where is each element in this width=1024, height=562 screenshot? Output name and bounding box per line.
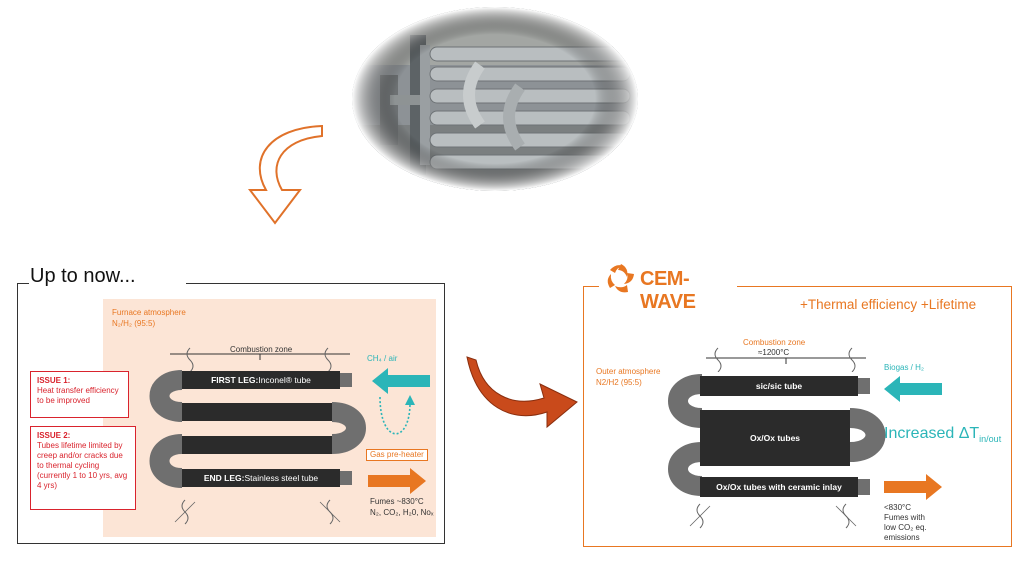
fumes-line1: <830°C (884, 503, 911, 512)
issue-2-title: ISSUE 2: (37, 431, 71, 440)
panel-border-top (737, 286, 1012, 287)
fumes-line4: emissions (884, 533, 920, 542)
fumes-arrow-icon (368, 468, 426, 494)
panel-border-top (186, 283, 445, 284)
issue-1-box: ISSUE 1: Heat transfer efficiency to be … (30, 371, 129, 418)
oxox-inlay-tube: Ox/Ox tubes with ceramic inlay (700, 477, 858, 497)
curved-down-arrow-icon (247, 124, 323, 225)
tube-endcap (858, 479, 870, 495)
panel-border-top (17, 283, 29, 284)
inlet-arrow-icon (884, 376, 942, 402)
increased-label: Increased ΔT (884, 425, 980, 442)
oxox-tube: Ox/Ox tubes (700, 428, 850, 448)
tube-endcap (340, 373, 352, 387)
end-leg-tube: END LEG: Stainless steel tube (182, 469, 340, 487)
end-leg-text: Stainless steel tube (244, 473, 319, 483)
tube-endcap (340, 471, 352, 485)
combustion-temp: ≈1200°C (758, 348, 790, 357)
combustion-zone-bracket (706, 347, 866, 372)
up-to-now-panel (17, 283, 445, 544)
outer-atmosphere-value: N2/H2 (95:5) (596, 378, 642, 387)
fumes-line3: low CO₂ eq. (884, 523, 927, 532)
atmosphere-label: Furnace atmosphere (112, 308, 186, 317)
first-leg-bold: FIRST LEG: (211, 375, 259, 385)
tube1-label: sic/sic tube (755, 381, 803, 391)
fumes-line1: Fumes ~830°C (370, 497, 424, 506)
heat-symbols (174, 499, 341, 525)
atmosphere-value: N₂/H₂ (95:5) (112, 319, 156, 328)
tube-bends (149, 370, 366, 488)
inlet-label: CH₄ / air (367, 354, 398, 363)
tube2-label: Ox/Ox tubes (749, 433, 801, 443)
preheater-loop-icon (379, 395, 415, 435)
combustion-zone-bracket (170, 347, 350, 372)
headline: +Thermal efficiency +Lifetime (800, 297, 977, 312)
curved-right-arrow-icon (466, 356, 578, 429)
tube-endcap (858, 378, 870, 394)
panel-title: Up to now... (30, 265, 136, 287)
logo-text: CEM-WAVE (640, 268, 696, 313)
preheater-label: Gas pre-heater (366, 449, 428, 461)
middle-tube (182, 436, 332, 454)
outer-atmosphere-label: Outer atmosphere (596, 367, 661, 376)
oxox-tube (700, 446, 850, 466)
combustion-zone-label: Combustion zone (743, 338, 806, 347)
first-leg-tube: FIRST LEG: Inconel® tube (182, 371, 340, 389)
combustion-zone-label: Combustion zone (230, 345, 293, 354)
heat-symbols (689, 503, 857, 529)
issue-2-box: ISSUE 2: Tubes lifetime limited by creep… (30, 426, 136, 510)
tubes-photo (352, 7, 638, 191)
biogas-label: Biogas / H₂ (884, 363, 925, 372)
increased-delta-t: Increased ΔTin/out (884, 425, 1001, 444)
tube-bends (668, 374, 886, 496)
panel-border-top (583, 286, 599, 287)
cem-wave-logo: CEM-WAVE (600, 258, 740, 313)
issue-1-text: Heat transfer efficiency to be improved (37, 386, 119, 405)
increased-sub: in/out (979, 434, 1002, 445)
cem-wave-logo-icon (607, 264, 634, 293)
fumes-line2: Fumes with (884, 513, 925, 522)
oxox-tube (700, 410, 850, 430)
middle-tube (182, 403, 332, 421)
tube3-label: Ox/Ox tubes with ceramic inlay (716, 482, 842, 492)
fumes-line2: N₂, CO₂, H₂0, Noₓ (370, 508, 434, 517)
end-leg-bold: END LEG: (203, 473, 245, 483)
first-leg-text: Inconel® tube (258, 375, 311, 385)
fumes-arrow-icon (884, 474, 942, 500)
sic-tube: sic/sic tube (700, 376, 858, 396)
issue-2-text: Tubes lifetime limited by creep and/or c… (37, 441, 128, 490)
inlet-arrow-icon (372, 368, 430, 394)
issue-1-title: ISSUE 1: (37, 376, 71, 385)
cem-wave-panel (583, 286, 1012, 547)
